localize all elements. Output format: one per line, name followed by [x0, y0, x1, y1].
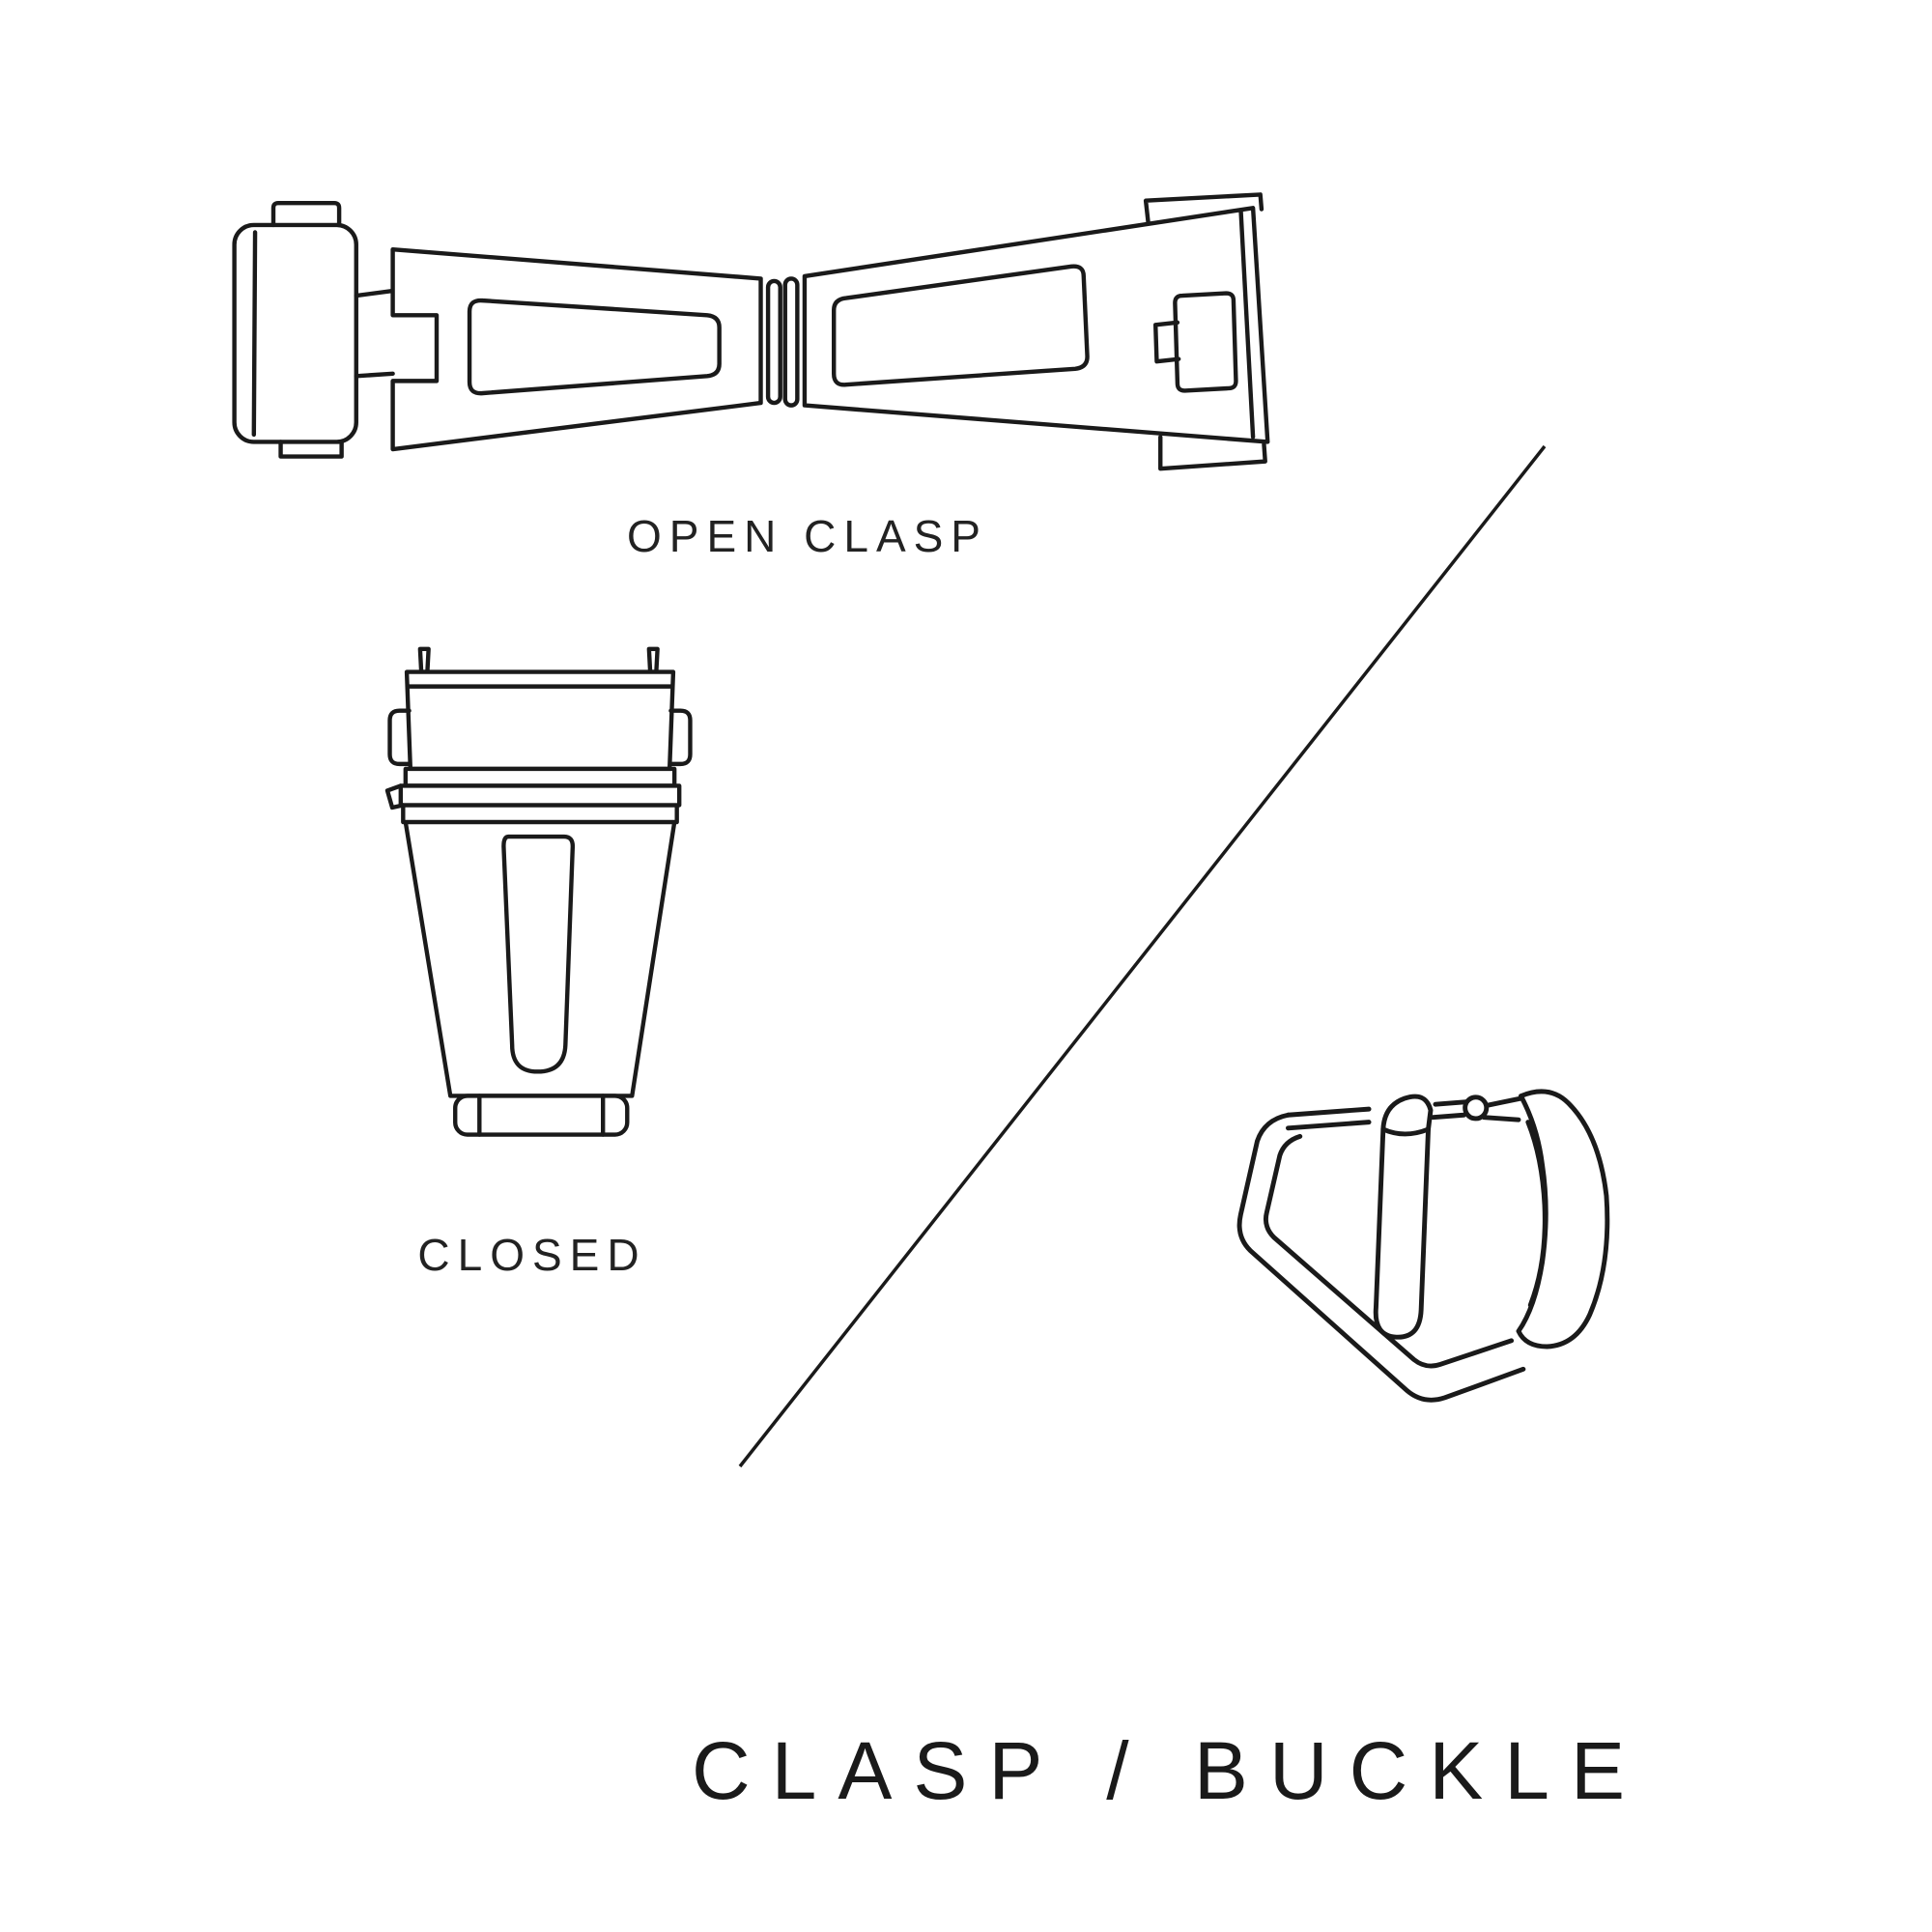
open-clasp-icon [232, 192, 1270, 471]
closed-clasp-illustration [383, 645, 697, 1197]
page-title: CLASP / BUCKLE [691, 1725, 1647, 1816]
tang-buckle-icon [1236, 1089, 1610, 1403]
open-clasp-label: OPEN CLASP [627, 511, 988, 561]
closed-clasp-label: CLOSED [417, 1230, 647, 1280]
tang-buckle-illustration [1229, 1072, 1633, 1423]
open-clasp-illustration [222, 179, 1294, 508]
closed-clasp-icon [384, 646, 693, 1137]
